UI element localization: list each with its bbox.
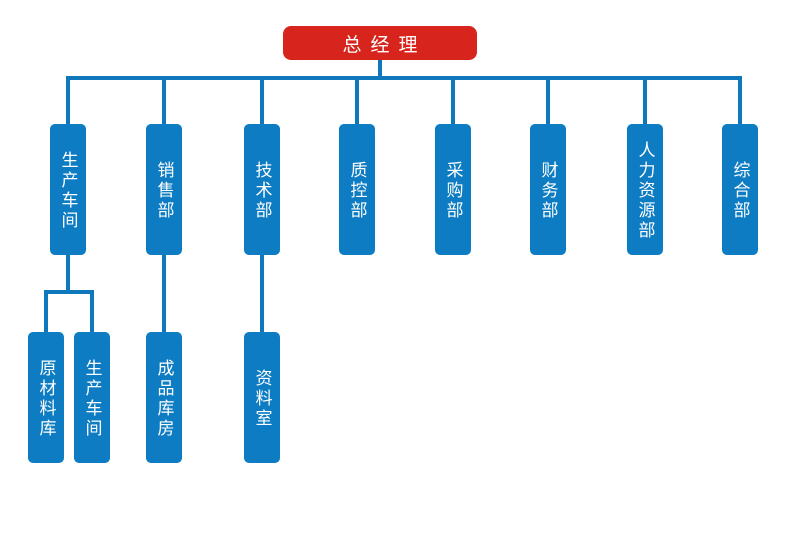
connector-drop-general (738, 76, 742, 126)
org-node-finished-goods-store-label: 成品库房 (154, 359, 174, 439)
connector-technology-stem (260, 254, 264, 334)
connector-drop-raw-material (44, 290, 48, 334)
connector-bus (66, 76, 742, 80)
org-node-technology-label: 技术部 (252, 161, 272, 221)
org-node-production-label: 生产车间 (58, 151, 78, 231)
connector-drop-hr (643, 76, 647, 126)
org-node-technology: 技术部 (244, 124, 280, 255)
org-node-quality: 质控部 (339, 124, 375, 255)
org-node-purchasing: 采购部 (435, 124, 471, 255)
org-node-sales-label: 销售部 (154, 161, 174, 221)
connector-root-stem (378, 58, 382, 78)
org-node-hr-label: 人力资源部 (635, 141, 655, 241)
org-node-finance: 财务部 (530, 124, 566, 255)
org-node-raw-material-store-label: 原材料库 (36, 359, 56, 439)
connector-drop-production (66, 76, 70, 126)
connector-drop-production-shop (90, 290, 94, 334)
org-node-finance-label: 财务部 (538, 161, 558, 221)
org-node-archive-room-label: 资料室 (252, 369, 272, 429)
org-node-production: 生产车间 (50, 124, 86, 255)
org-node-root-label: 总经理 (342, 34, 427, 56)
org-node-finished-goods-store: 成品库房 (146, 332, 182, 463)
connector-production-stem (66, 254, 70, 292)
org-node-raw-material-store: 原材料库 (28, 332, 64, 463)
org-node-quality-label: 质控部 (347, 161, 367, 221)
org-node-hr: 人力资源部 (627, 124, 663, 255)
org-node-general-label: 综合部 (730, 161, 750, 221)
connector-sales-stem (162, 254, 166, 334)
org-node-sales: 销售部 (146, 124, 182, 255)
connector-drop-purchasing (451, 76, 455, 126)
connector-drop-technology (260, 76, 264, 126)
org-node-archive-room: 资料室 (244, 332, 280, 463)
connector-drop-quality (355, 76, 359, 126)
org-node-production-shop: 生产车间 (74, 332, 110, 463)
connector-drop-sales (162, 76, 166, 126)
connector-drop-finance (546, 76, 550, 126)
org-node-root: 总经理 (283, 26, 477, 60)
connector-production-bar (44, 290, 94, 294)
org-node-purchasing-label: 采购部 (443, 161, 463, 221)
org-node-production-shop-label: 生产车间 (82, 359, 102, 439)
org-node-general: 综合部 (722, 124, 758, 255)
